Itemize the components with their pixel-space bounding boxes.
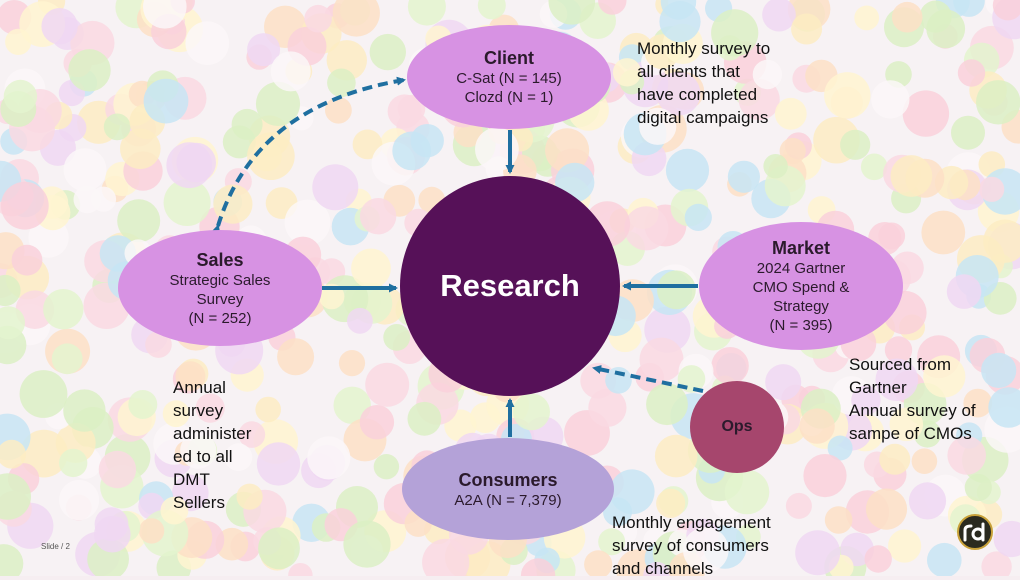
note-consumers: Monthly engagement survey of consumers a… xyxy=(612,511,771,580)
node-client: Client C-Sat (N = 145) Clozd (N = 1) xyxy=(407,25,611,129)
note-line: Monthly engagement xyxy=(612,511,771,534)
arrow-ops-to-research xyxy=(594,368,703,391)
node-sales-line: Strategic Sales xyxy=(170,271,271,290)
note-line: administer xyxy=(173,422,251,445)
note-client: Monthly survey to all clients that have … xyxy=(637,37,770,129)
note-line: Annual survey of xyxy=(849,399,976,422)
node-client-title: Client xyxy=(484,47,534,69)
note-line: all clients that xyxy=(637,60,770,83)
node-market-line: (N = 395) xyxy=(770,316,833,335)
node-sales-line: Survey xyxy=(197,290,244,309)
node-market: Market 2024 Gartner CMO Spend & Strategy… xyxy=(699,222,903,350)
note-line: Sourced from xyxy=(849,353,976,376)
node-sales: Sales Strategic Sales Survey (N = 252) xyxy=(118,230,322,346)
note-market: Sourced from Gartner Annual survey of sa… xyxy=(849,353,976,445)
note-line: survey xyxy=(173,399,251,422)
note-line: ed to all xyxy=(173,445,251,468)
note-line: sampe of CMOs xyxy=(849,422,976,445)
note-line: survey of consumers xyxy=(612,534,771,557)
node-ops: Ops xyxy=(690,381,784,473)
note-line: DMT xyxy=(173,468,251,491)
note-line: and channels xyxy=(612,557,771,580)
node-market-line: 2024 Gartner xyxy=(757,259,845,278)
node-market-title: Market xyxy=(772,237,830,259)
node-research-title: Research xyxy=(440,268,580,304)
note-line: have completed xyxy=(637,83,770,106)
note-line: Monthly survey to xyxy=(637,37,770,60)
node-consumers: Consumers A2A (N = 7,379) xyxy=(402,438,614,540)
note-line: Annual xyxy=(173,376,251,399)
node-ops-title: Ops xyxy=(721,416,752,438)
node-client-line: C-Sat (N = 145) xyxy=(456,69,561,88)
note-line: Sellers xyxy=(173,491,251,514)
node-consumers-title: Consumers xyxy=(458,469,557,491)
note-line: Gartner xyxy=(849,376,976,399)
arrow-sales-client-dashed xyxy=(218,80,404,226)
node-sales-line: (N = 252) xyxy=(189,309,252,328)
note-line: digital campaigns xyxy=(637,106,770,129)
node-market-line: CMO Spend & xyxy=(753,278,850,297)
note-sales: Annual survey administer ed to all DMT S… xyxy=(173,376,251,514)
node-research: Research xyxy=(400,176,620,396)
node-consumers-line: A2A (N = 7,379) xyxy=(454,491,561,510)
slide-number: Slide / 2 xyxy=(41,542,70,551)
node-client-line: Clozd (N = 1) xyxy=(465,88,554,107)
node-market-line: Strategy xyxy=(773,297,829,316)
node-sales-title: Sales xyxy=(196,249,243,271)
rd-logo-icon xyxy=(957,514,993,550)
